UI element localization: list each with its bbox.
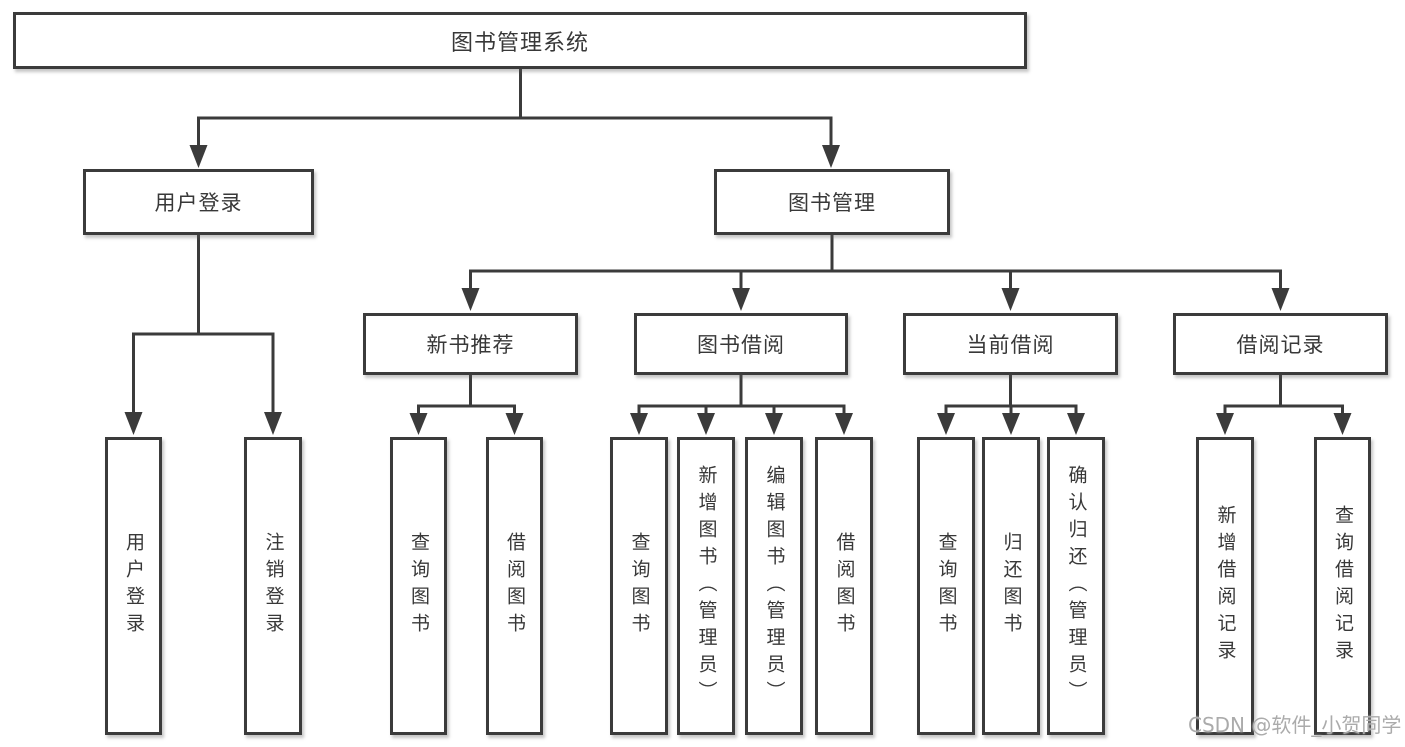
node-current-borrow: 当前借阅 — [903, 313, 1118, 375]
node-label: 用户登录 — [154, 191, 243, 215]
node-label: 新增借阅记录 — [1214, 505, 1237, 667]
node-label: 确认归还（管理员） — [1065, 464, 1088, 708]
node-borrow-records: 借阅记录 — [1173, 313, 1388, 375]
csdn-watermark: CSDN @软件_小贺同学 — [1188, 713, 1402, 737]
connector-userlogin-to-leaves — [124, 235, 282, 435]
node-label: 新书推荐 — [426, 333, 515, 357]
connector-root-to-level1 — [189, 69, 840, 168]
connector-currentborrow-to-leaves — [937, 375, 1085, 435]
leaf-borrow-add-books-admin: 新增图书（管理员） — [677, 437, 735, 735]
leaf-current-return-books: 归还图书 — [982, 437, 1040, 735]
leaf-borrow-borrow-books: 借阅图书 — [815, 437, 873, 735]
node-label: 编辑图书（管理员） — [763, 464, 786, 708]
node-label: 归还图书 — [1000, 532, 1023, 640]
node-label: 查询图书 — [628, 532, 651, 640]
leaf-current-query-books: 查询图书 — [917, 437, 975, 735]
leaf-current-confirm-return-admin: 确认归还（管理员） — [1047, 437, 1105, 735]
node-label: 用户登录 — [123, 532, 145, 640]
connector-borrowrecords-to-leaves — [1216, 375, 1352, 435]
node-book-management: 图书管理 — [714, 169, 950, 235]
leaf-records-query-record: 查询借阅记录 — [1314, 437, 1371, 735]
node-label: 图书借阅 — [697, 333, 785, 357]
node-label: 借阅记录 — [1236, 333, 1325, 357]
leaf-borrow-query-books: 查询图书 — [610, 437, 668, 735]
node-book-borrow: 图书借阅 — [634, 313, 848, 375]
leaf-borrow-edit-books-admin: 编辑图书（管理员） — [745, 437, 803, 735]
node-label: 借阅图书 — [504, 532, 526, 640]
node-label: 注销登录 — [262, 532, 285, 640]
node-label: 查询借阅记录 — [1332, 505, 1354, 667]
connector-bookmgmt-to-level2 — [461, 235, 1290, 311]
node-label: 查询图书 — [408, 532, 430, 640]
node-label: 借阅图书 — [833, 532, 856, 640]
node-label: 查询图书 — [935, 532, 958, 640]
leaf-newbook-query-books: 查询图书 — [390, 437, 447, 735]
connector-bookborrow-to-leaves — [630, 375, 853, 435]
node-library-management-system: 图书管理系统 — [13, 12, 1027, 69]
node-label: 新增图书（管理员） — [695, 464, 718, 708]
node-label: 当前借阅 — [966, 333, 1055, 357]
leaf-records-add-record: 新增借阅记录 — [1196, 437, 1254, 735]
leaf-user-login: 用户登录 — [105, 437, 162, 735]
node-new-book-recommend: 新书推荐 — [363, 313, 578, 375]
leaf-newbook-borrow-books: 借阅图书 — [486, 437, 543, 735]
node-user-login: 用户登录 — [83, 169, 314, 235]
node-label: 图书管理系统 — [450, 30, 589, 56]
node-label: 图书管理 — [788, 191, 876, 215]
connector-newbook-to-leaves — [409, 375, 524, 435]
leaf-logout: 注销登录 — [244, 437, 302, 735]
